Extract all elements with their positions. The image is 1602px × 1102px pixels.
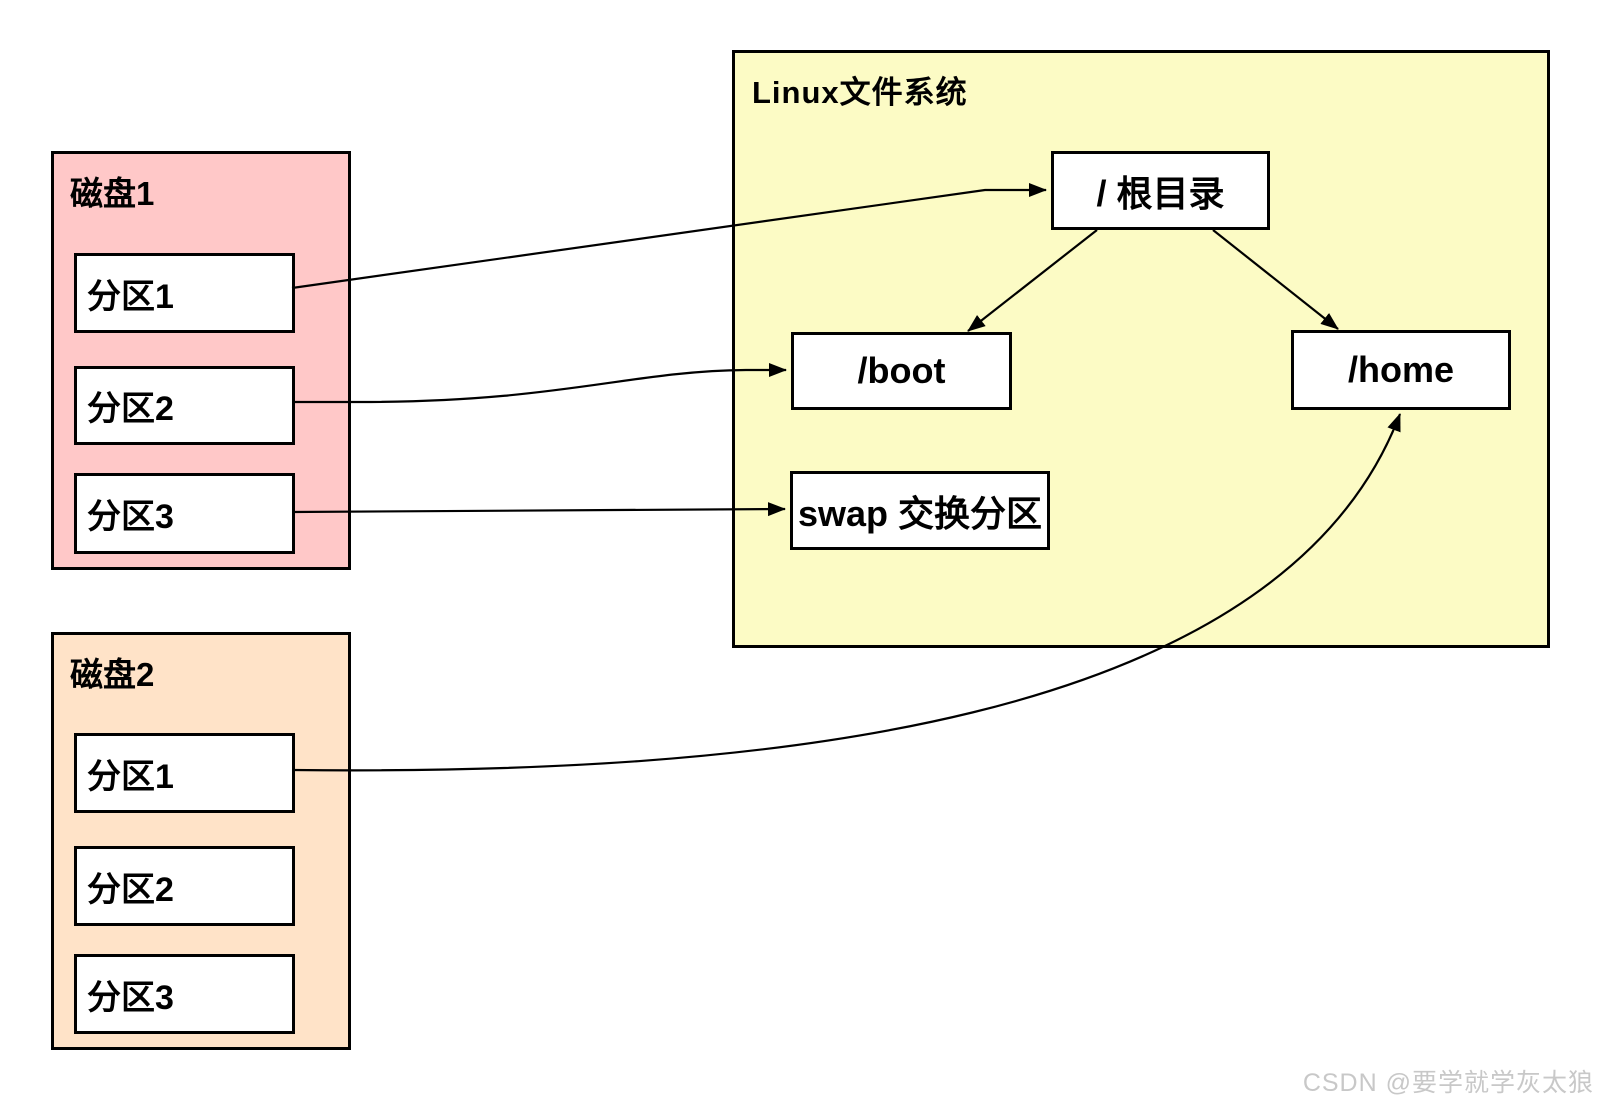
disk2-container: 磁盘2 分区1 分区2 分区3 — [51, 632, 351, 1050]
disk2-partition-1: 分区1 — [74, 733, 295, 813]
disk2-partition-2: 分区2 — [74, 846, 295, 926]
disk2-partition-3: 分区3 — [74, 954, 295, 1034]
disk1-partition-2: 分区2 — [74, 366, 295, 445]
disk1-title: 磁盘1 — [70, 175, 155, 212]
watermark: CSDN @要学就学灰太狼 — [1302, 1069, 1594, 1097]
disk1-container: 磁盘1 分区1 分区2 分区3 — [51, 151, 351, 570]
node-swap-partition: swap 交换分区 — [790, 471, 1050, 550]
disk1-partition-1: 分区1 — [74, 253, 295, 333]
filesystem-title: Linux文件系统 — [752, 75, 968, 110]
arrow-disk1-p3-to-swap — [291, 502, 786, 517]
disk2-title: 磁盘2 — [70, 656, 155, 693]
disk1-partition-3: 分区3 — [74, 473, 295, 554]
node-root-directory: / 根目录 — [1051, 151, 1270, 230]
node-boot: /boot — [791, 332, 1012, 410]
node-home: /home — [1291, 330, 1511, 410]
arrow-disk1-p2-to-boot — [292, 363, 787, 404]
